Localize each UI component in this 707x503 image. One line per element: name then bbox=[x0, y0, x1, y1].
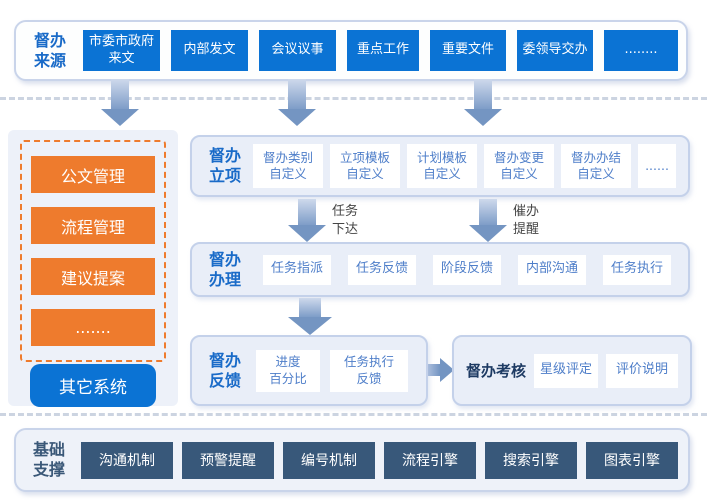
kaohe-box: 督办考核 星级评定 评价说明 bbox=[452, 335, 692, 406]
down-arrow-icon bbox=[464, 79, 502, 126]
source-panel-label: 督办 来源 bbox=[33, 30, 66, 70]
foundation-item: 搜索引擎 bbox=[485, 441, 577, 479]
lixiang-item-more: ...... bbox=[638, 144, 676, 188]
foundation-item: 编号机制 bbox=[283, 441, 375, 479]
external-system-item-more: ....... bbox=[31, 309, 155, 346]
source-panel: 督办 来源 市委市政府 来文 内部发文 会议议事 重点工作 重要文件 委领导交办… bbox=[14, 20, 688, 81]
external-systems-group: 公文管理 流程管理 建议提案 ....... bbox=[20, 140, 166, 362]
dashed-divider-top bbox=[0, 97, 707, 100]
fankui-item: 进度 百分比 bbox=[256, 349, 320, 392]
fankui-item: 任务执行 反馈 bbox=[330, 349, 408, 392]
dashed-divider-bottom bbox=[0, 413, 707, 416]
foundation-label: 基础 支撑 bbox=[32, 440, 65, 479]
banli-item: 任务反馈 bbox=[348, 254, 416, 285]
kaohe-label: 督办考核 bbox=[466, 362, 527, 380]
task-dispatch-label: 任务 下达 bbox=[332, 204, 359, 237]
down-arrow-icon bbox=[288, 199, 326, 242]
remind-label: 催办 提醒 bbox=[513, 204, 540, 237]
foundation-item: 沟通机制 bbox=[81, 441, 173, 479]
banli-label: 督办 办理 bbox=[208, 249, 241, 289]
lixiang-item: 督办办结 自定义 bbox=[561, 144, 631, 188]
source-item: 内部发文 bbox=[171, 30, 248, 71]
lixiang-item: 督办变更 自定义 bbox=[484, 144, 554, 188]
lixiang-item: 督办类别 自定义 bbox=[253, 144, 323, 188]
external-system-item: 建议提案 bbox=[31, 258, 155, 295]
source-item: 市委市政府 来文 bbox=[83, 30, 160, 71]
kaohe-item: 星级评定 bbox=[534, 353, 599, 388]
down-arrow-icon bbox=[469, 199, 507, 242]
source-item: 重要文件 bbox=[430, 30, 506, 71]
external-system-item: 公文管理 bbox=[31, 156, 155, 193]
fankui-label: 督办 反馈 bbox=[208, 350, 241, 390]
right-arrow-icon bbox=[428, 358, 454, 382]
lixiang-label: 督办 立项 bbox=[208, 146, 241, 185]
source-item: 委领导交办 bbox=[517, 30, 593, 71]
down-arrow-icon bbox=[288, 298, 332, 335]
foundation-panel: 基础 支撑 沟通机制 预警提醒 编号机制 流程引擎 搜索引擎 图表引擎 bbox=[14, 428, 690, 492]
down-arrow-icon bbox=[278, 79, 316, 126]
banli-item: 任务执行 bbox=[603, 254, 671, 285]
external-systems-panel: 公文管理 流程管理 建议提案 ....... 其它系统 bbox=[8, 130, 178, 407]
kaohe-item: 评价说明 bbox=[606, 353, 679, 388]
foundation-item: 图表引擎 bbox=[586, 441, 678, 479]
fankui-row: 督办 反馈 进度 百分比 任务执行 反馈 bbox=[190, 335, 428, 406]
banli-item: 任务指派 bbox=[263, 254, 331, 285]
source-item: 重点工作 bbox=[347, 30, 419, 71]
lixiang-row: 督办 立项 督办类别 自定义 立项模板 自定义 计划模板 自定义 督办变更 自定… bbox=[190, 135, 690, 197]
foundation-item: 流程引擎 bbox=[384, 441, 476, 479]
foundation-item: 预警提醒 bbox=[182, 441, 274, 479]
source-item: 会议议事 bbox=[259, 30, 336, 71]
banli-item: 内部沟通 bbox=[518, 254, 586, 285]
lixiang-item: 立项模板 自定义 bbox=[330, 144, 400, 188]
external-system-item: 流程管理 bbox=[31, 207, 155, 244]
lixiang-item: 计划模板 自定义 bbox=[407, 144, 477, 188]
banli-row: 督办 办理 任务指派 任务反馈 阶段反馈 内部沟通 任务执行 bbox=[190, 242, 690, 297]
other-system-box: 其它系统 bbox=[30, 364, 156, 407]
down-arrow-icon bbox=[101, 79, 139, 126]
banli-item: 阶段反馈 bbox=[433, 254, 501, 285]
source-item-more: ........ bbox=[604, 30, 678, 71]
